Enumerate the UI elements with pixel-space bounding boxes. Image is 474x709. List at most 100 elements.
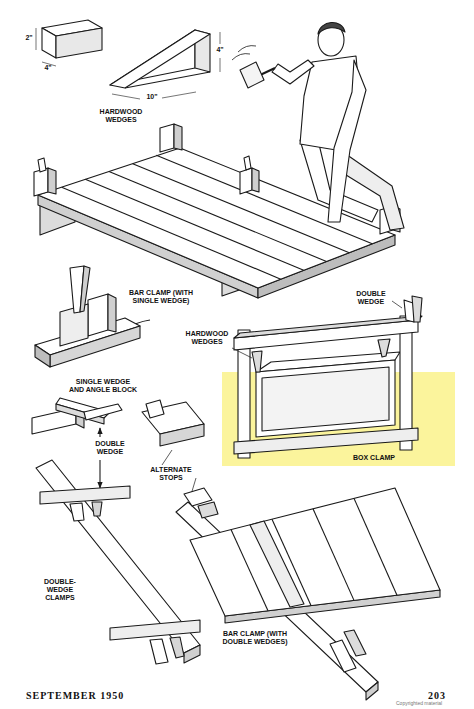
watermark: Copyrighted material <box>396 701 466 707</box>
label-holder: 2" <box>22 34 36 42</box>
label-holder: DOUBLE WEDGE <box>90 440 130 456</box>
alternate-stop <box>142 400 204 498</box>
box-clamp-part <box>252 351 262 372</box>
glued-panel-part <box>160 124 174 152</box>
box-clamp-part <box>378 339 390 357</box>
man-with-mallet-part <box>240 62 264 88</box>
label-holder: SEPTEMBER 1950 <box>26 690 156 702</box>
double-wedge-clamp-part <box>36 460 200 653</box>
double-wedge-bar-clamp <box>176 488 440 700</box>
panel-title: BOX CLAMP <box>353 454 395 462</box>
glued-panel-part-part <box>62 187 281 279</box>
part-label: DOUBLE WEDGE <box>90 440 130 456</box>
long-wedge-part <box>125 72 210 88</box>
man-with-mallet-part <box>232 54 250 60</box>
label-holder: BAR CLAMP (WITH DOUBLE WEDGES) <box>213 630 297 646</box>
part-label: DOUBLE-WEDGE CLAMPS <box>32 578 88 602</box>
label-holder: SINGLE WEDGE AND ANGLE BLOCK <box>68 378 138 394</box>
double-wedge-detail-part <box>84 404 122 420</box>
double-wedge-bar-clamp-part <box>198 502 218 518</box>
label-holder: HARDWOOD WEDGES <box>184 330 230 346</box>
man-with-mallet-part <box>318 22 345 34</box>
page-number: 203 <box>428 690 458 702</box>
long-wedge-part <box>110 30 210 88</box>
part-label: DOUBLE WEDGE <box>350 290 392 306</box>
label-holder: HARDWOOD WEDGES <box>93 108 149 124</box>
double-wedge-clamp-part <box>110 620 200 640</box>
box-clamp-part <box>256 360 395 437</box>
long-wedge-part <box>162 92 196 98</box>
long-wedge-part <box>220 58 221 72</box>
double-wedge-clamp-part <box>150 639 168 664</box>
label-holder: DOUBLE-WEDGE CLAMPS <box>32 578 88 602</box>
double-wedge-bar-clamp-part <box>344 630 366 656</box>
wedge-block-part <box>42 28 56 58</box>
man-with-mallet-part <box>328 60 366 222</box>
long-wedge <box>110 30 220 99</box>
long-wedge-part <box>220 32 221 44</box>
label-holder: ALTERNATE STOPS <box>146 466 196 482</box>
part-label: HARDWOOD WEDGES <box>184 330 230 346</box>
label-holder: BAR CLAMP (WITH SINGLE WEDGE) <box>128 289 194 305</box>
double-wedge-bar-clamp-part <box>190 488 440 616</box>
part-label: BAR CLAMP (WITH DOUBLE WEDGES) <box>213 630 297 646</box>
wedge-block-part <box>36 28 37 50</box>
double-wedge-clamp-part <box>70 503 84 521</box>
label-holder: 4" <box>212 46 228 54</box>
double-wedge-bar-clamp-part <box>250 521 304 607</box>
glued-panel-part <box>240 168 252 194</box>
double-wedge-detail-part <box>99 428 100 437</box>
double-wedge-clamp-part <box>170 637 184 658</box>
double-wedge-clamp <box>36 460 200 664</box>
alternate-stop-part <box>160 424 204 446</box>
part-label: BAR CLAMP (WITH SINGLE WEDGE) <box>128 289 194 305</box>
page-date: SEPTEMBER 1950 <box>26 690 156 702</box>
glued-panel-part <box>38 158 46 172</box>
alternate-stop-part <box>146 400 164 418</box>
glued-panel-part <box>48 168 56 194</box>
box-clamp-part <box>392 301 402 308</box>
box-clamp-part <box>234 428 418 454</box>
dimension: 4" <box>212 46 228 54</box>
single-wedge-detail <box>35 266 150 367</box>
single-wedge-detail-part <box>108 294 116 332</box>
single-wedge-detail-part <box>35 345 50 367</box>
box-clamp-part <box>262 367 389 431</box>
glued-panel-part <box>244 156 251 170</box>
illustration-part <box>32 20 440 700</box>
double-wedge-bar-clamp-part <box>366 682 378 700</box>
single-wedge-detail-part <box>88 294 108 336</box>
alternate-stop-part <box>162 450 172 465</box>
part-label: ALTERNATE STOPS <box>146 466 196 482</box>
part-label: SINGLE WEDGE AND ANGLE BLOCK <box>68 378 138 394</box>
box-clamp <box>232 296 422 458</box>
glued-panel-part-part <box>85 179 303 270</box>
part-label: HARDWOOD WEDGES <box>93 108 149 124</box>
glued-panel-part-part <box>109 172 327 262</box>
double-wedge-clamp-part <box>92 502 102 516</box>
glued-panel-part <box>174 124 182 150</box>
box-clamp-part <box>234 316 422 338</box>
label-holder: Copyrighted material <box>396 701 466 707</box>
double-wedge-clamp-part <box>40 486 130 504</box>
man-with-mallet-part <box>272 60 314 84</box>
double-wedge-clamp-part <box>184 645 200 663</box>
long-wedge-part <box>112 94 140 99</box>
label-holder: 4" <box>40 64 56 72</box>
dimension: 10" <box>141 93 163 101</box>
glued-panel-part <box>252 168 259 192</box>
single-wedge-detail-part <box>80 266 90 312</box>
man-with-mallet-part <box>238 46 256 52</box>
double-wedge-bar-clamp-part <box>231 498 397 610</box>
double-wedge-bar-clamp-part-part <box>313 509 354 601</box>
box-clamp-part <box>232 348 252 358</box>
wedge-block <box>36 20 102 66</box>
double-wedge-detail-part <box>99 460 100 488</box>
label-holder: 203 <box>428 690 458 702</box>
box-clamp-part <box>412 296 422 322</box>
wedge-block-part <box>56 28 102 58</box>
double-wedge-bar-clamp-part-part <box>354 498 397 595</box>
label-holder: DOUBLE WEDGE <box>350 290 392 306</box>
